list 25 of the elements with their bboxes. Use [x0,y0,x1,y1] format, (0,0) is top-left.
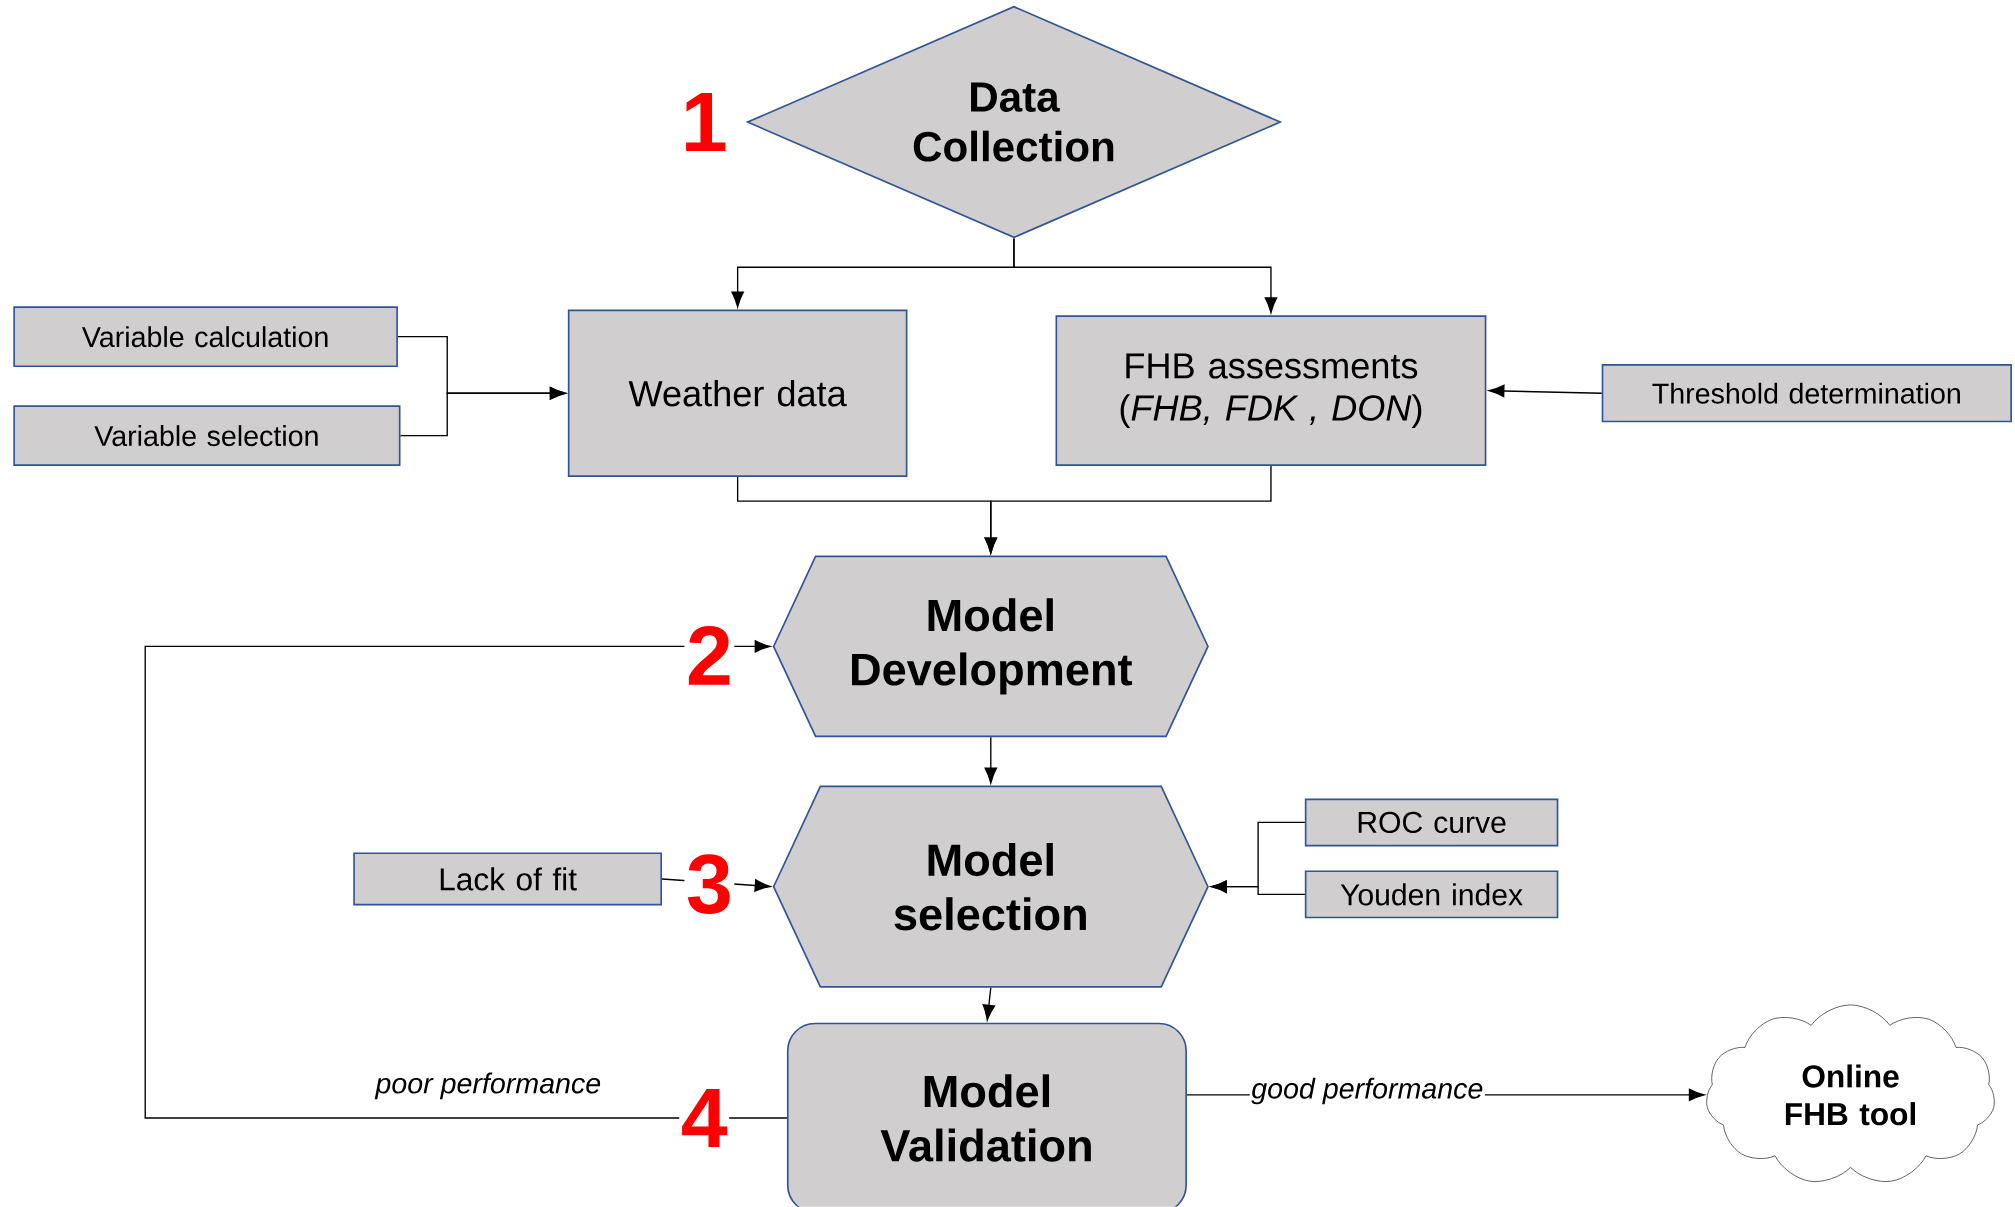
process-box: Lack of fit [353,852,662,906]
arrow [1013,238,1278,314]
process-box: Youden index [1304,870,1559,919]
arrow [399,387,566,437]
arrow [982,987,996,1021]
arrow [984,736,998,784]
step-number: 3 [684,852,735,916]
process-box: Variable calculation [13,306,398,368]
arrow [1211,880,1306,896]
arrow [1488,384,1603,398]
process-box: Model Validation [786,1022,1187,1207]
process-box: FHB assessments (FHB, FDK , DON) [1055,315,1487,467]
process-box: ROC curve [1304,798,1559,847]
process-box: Threshold determination [1601,364,2012,423]
arrow [144,640,788,1119]
process-box: Variable selection [13,405,401,467]
process-hexagon: Model Development [772,555,1209,738]
arrow [984,465,1272,554]
process-box: Weather data [567,309,908,478]
step-number: 4 [679,1087,730,1149]
edge-label: good performance [1249,1076,1485,1106]
step-number: 2 [684,624,735,687]
edge-label: poor performance [373,1071,603,1101]
step-number: 1 [679,91,730,153]
process-hexagon: Model selection [772,785,1209,988]
